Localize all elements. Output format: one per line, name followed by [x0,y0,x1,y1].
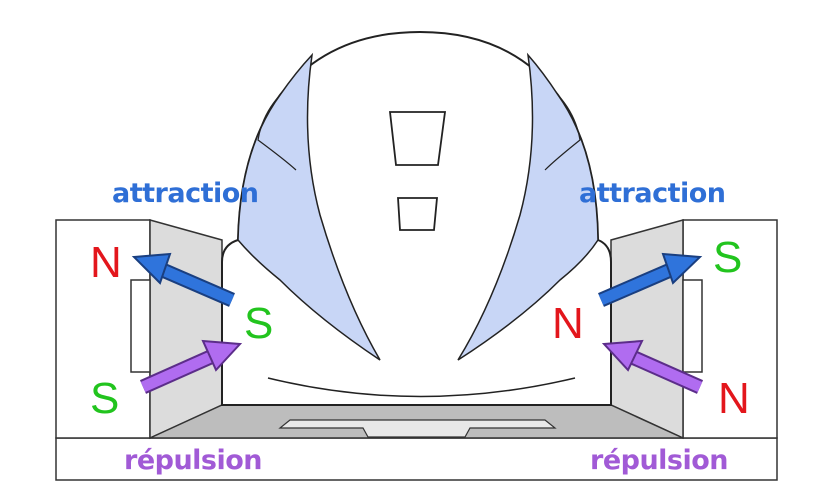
force-arrows [131,252,704,394]
label-repulsion-left: répulsion [124,445,262,476]
pole-left-wall-top: N [90,238,122,287]
arrow-attraction-right [598,252,703,307]
train-stripe-right [457,52,599,361]
label-attraction-left: attraction [112,178,259,209]
arrow-repulsion-right [601,339,704,394]
left-cheek-notch [257,94,297,171]
train-stripe-left [237,52,381,361]
pole-right-wall-top: S [713,233,742,282]
pole-left-wall-bottom: S [90,374,119,423]
arrow-repulsion-left [139,339,243,394]
arrow-attraction-left [131,252,235,307]
guideway-base [55,437,778,481]
pole-train-left: S [244,299,273,348]
right-wall-inner-face [610,219,684,440]
right-coil [682,279,703,373]
headlight-lower [397,197,438,231]
label-repulsion-right: répulsion [590,445,728,476]
left-coil [130,279,151,373]
right-cheek-notch [544,94,581,171]
headlight-upper [388,111,447,166]
track-rail [278,419,557,438]
label-attraction-right: attraction [579,178,726,209]
pole-right-wall-bottom: N [718,374,750,423]
pole-train-right: N [552,299,584,348]
skirt-line [267,377,576,398]
left-wall-inner-face [149,219,223,440]
maglev-train [221,30,612,406]
